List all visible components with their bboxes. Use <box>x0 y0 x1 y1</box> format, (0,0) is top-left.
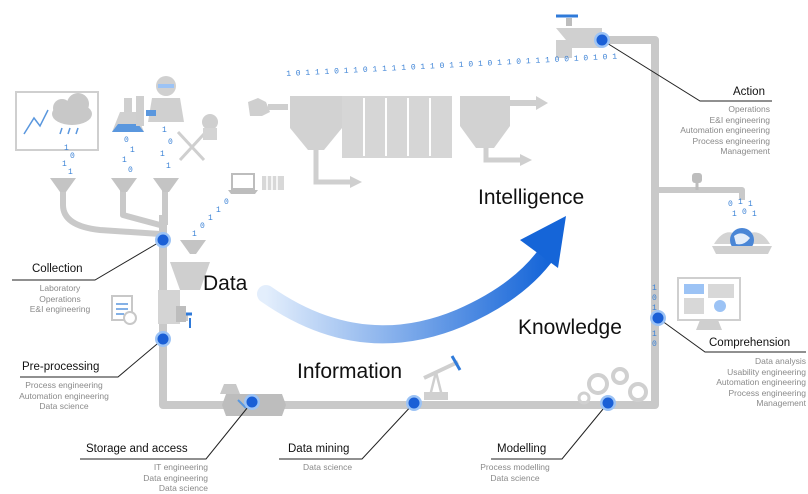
svg-text:1: 1 <box>652 304 657 313</box>
stage-title-collection: Collection <box>32 263 83 275</box>
svg-text:0: 0 <box>652 294 657 303</box>
stage-roles-storage: IT engineering Data engineering Data sci… <box>143 462 208 493</box>
label-data: Data <box>203 272 248 295</box>
svg-text:0: 0 <box>124 136 129 145</box>
svg-text:0: 0 <box>742 208 747 217</box>
laptop-icon <box>228 173 284 194</box>
funnels <box>50 178 206 254</box>
svg-text:0: 0 <box>728 200 733 209</box>
node-datamining <box>406 395 422 411</box>
label-intelligence: Intelligence <box>478 186 585 209</box>
leader-action <box>601 39 772 102</box>
node-preprocessing <box>155 331 171 347</box>
funnel-icon <box>180 240 206 254</box>
gears-icon <box>577 367 648 405</box>
svg-text:1: 1 <box>652 330 657 339</box>
svg-text:1: 1 <box>122 156 127 165</box>
node-storage <box>244 394 260 410</box>
robot-arm-icon <box>176 114 218 162</box>
oil-pump-icon <box>423 355 462 400</box>
stage-title-datamining: Data mining <box>288 443 350 455</box>
svg-text:1: 1 <box>162 126 167 135</box>
leader-datamining <box>279 402 415 460</box>
filter-press-icon <box>248 96 548 188</box>
stage-roles-comprehension: Data analysis Usability engineering Auto… <box>716 356 806 408</box>
node-comprehension <box>650 310 666 326</box>
stage-roles-preprocessing: Process engineering Automation engineeri… <box>19 380 109 411</box>
leader-modelling <box>491 402 609 460</box>
stage-roles-action: Operations E&I engineering Automation en… <box>680 104 770 156</box>
stage-title-modelling: Modelling <box>497 443 547 455</box>
stage-roles-collection: Laboratory Operations E&I engineering <box>29 283 91 314</box>
svg-text:1: 1 <box>130 146 135 155</box>
svg-text:0: 0 <box>224 198 229 207</box>
svg-text:1: 1 <box>748 200 753 209</box>
svg-text:1: 1 <box>738 198 743 207</box>
leader-lines <box>12 39 806 460</box>
dashboard-monitor-icon <box>677 277 741 330</box>
nodes <box>155 32 666 411</box>
faucet-icon <box>556 14 602 58</box>
stage-title-comprehension: Comprehension <box>709 337 791 349</box>
svg-text:1: 1 <box>160 150 165 159</box>
svg-text:0: 0 <box>652 340 657 349</box>
funnel-icon <box>111 178 137 192</box>
stage-title-preprocessing: Pre-processing <box>22 361 100 373</box>
node-collection <box>155 232 171 248</box>
leader-collection <box>12 239 164 281</box>
svg-text:0: 0 <box>200 222 205 231</box>
mixer-tank-icon <box>158 262 210 328</box>
feeder-pipe-lab <box>120 190 161 228</box>
clipboard-icon <box>111 295 137 325</box>
svg-text:1: 1 <box>732 210 737 219</box>
svg-text:1: 1 <box>62 160 67 169</box>
node-action <box>594 32 610 48</box>
leader-comprehension <box>657 317 806 353</box>
stage-title-storage: Storage and access <box>86 443 188 455</box>
svg-text:1: 1 <box>64 144 69 153</box>
svg-text:1: 1 <box>166 162 171 171</box>
svg-text:1: 1 <box>652 284 657 293</box>
stage-roles-modelling: Process modelling Data science <box>480 462 550 483</box>
leader-storage <box>80 401 253 460</box>
svg-text:0: 0 <box>168 138 173 147</box>
node-modelling <box>600 395 616 411</box>
svg-text:1: 1 <box>208 214 213 223</box>
svg-text:1: 1 <box>752 210 757 219</box>
globe-hands-icon <box>712 228 772 254</box>
leader-preprocessing <box>20 338 164 378</box>
water-tap-icon <box>692 173 702 190</box>
svg-text:0: 0 <box>128 166 133 175</box>
weather-monitor-icon <box>15 91 99 151</box>
progress-arrow <box>257 216 566 344</box>
svg-text:1: 1 <box>216 206 221 215</box>
branch-pipe-globe <box>659 187 745 200</box>
microscope-icon <box>146 76 184 122</box>
svg-text:0: 0 <box>70 152 75 161</box>
feeder-pipe-weather <box>60 190 161 237</box>
funnel-icon <box>153 178 179 192</box>
svg-text:1: 1 <box>192 230 197 239</box>
svg-text:1: 1 <box>68 168 73 177</box>
main-pipe-loop <box>159 36 659 409</box>
lab-flask-icon <box>112 96 144 132</box>
stage-roles-datamining: Data science <box>303 462 353 472</box>
label-knowledge: Knowledge <box>518 316 622 339</box>
stage-title-action: Action <box>733 86 765 98</box>
funnel-icon <box>50 178 76 192</box>
label-information: Information <box>297 360 403 383</box>
